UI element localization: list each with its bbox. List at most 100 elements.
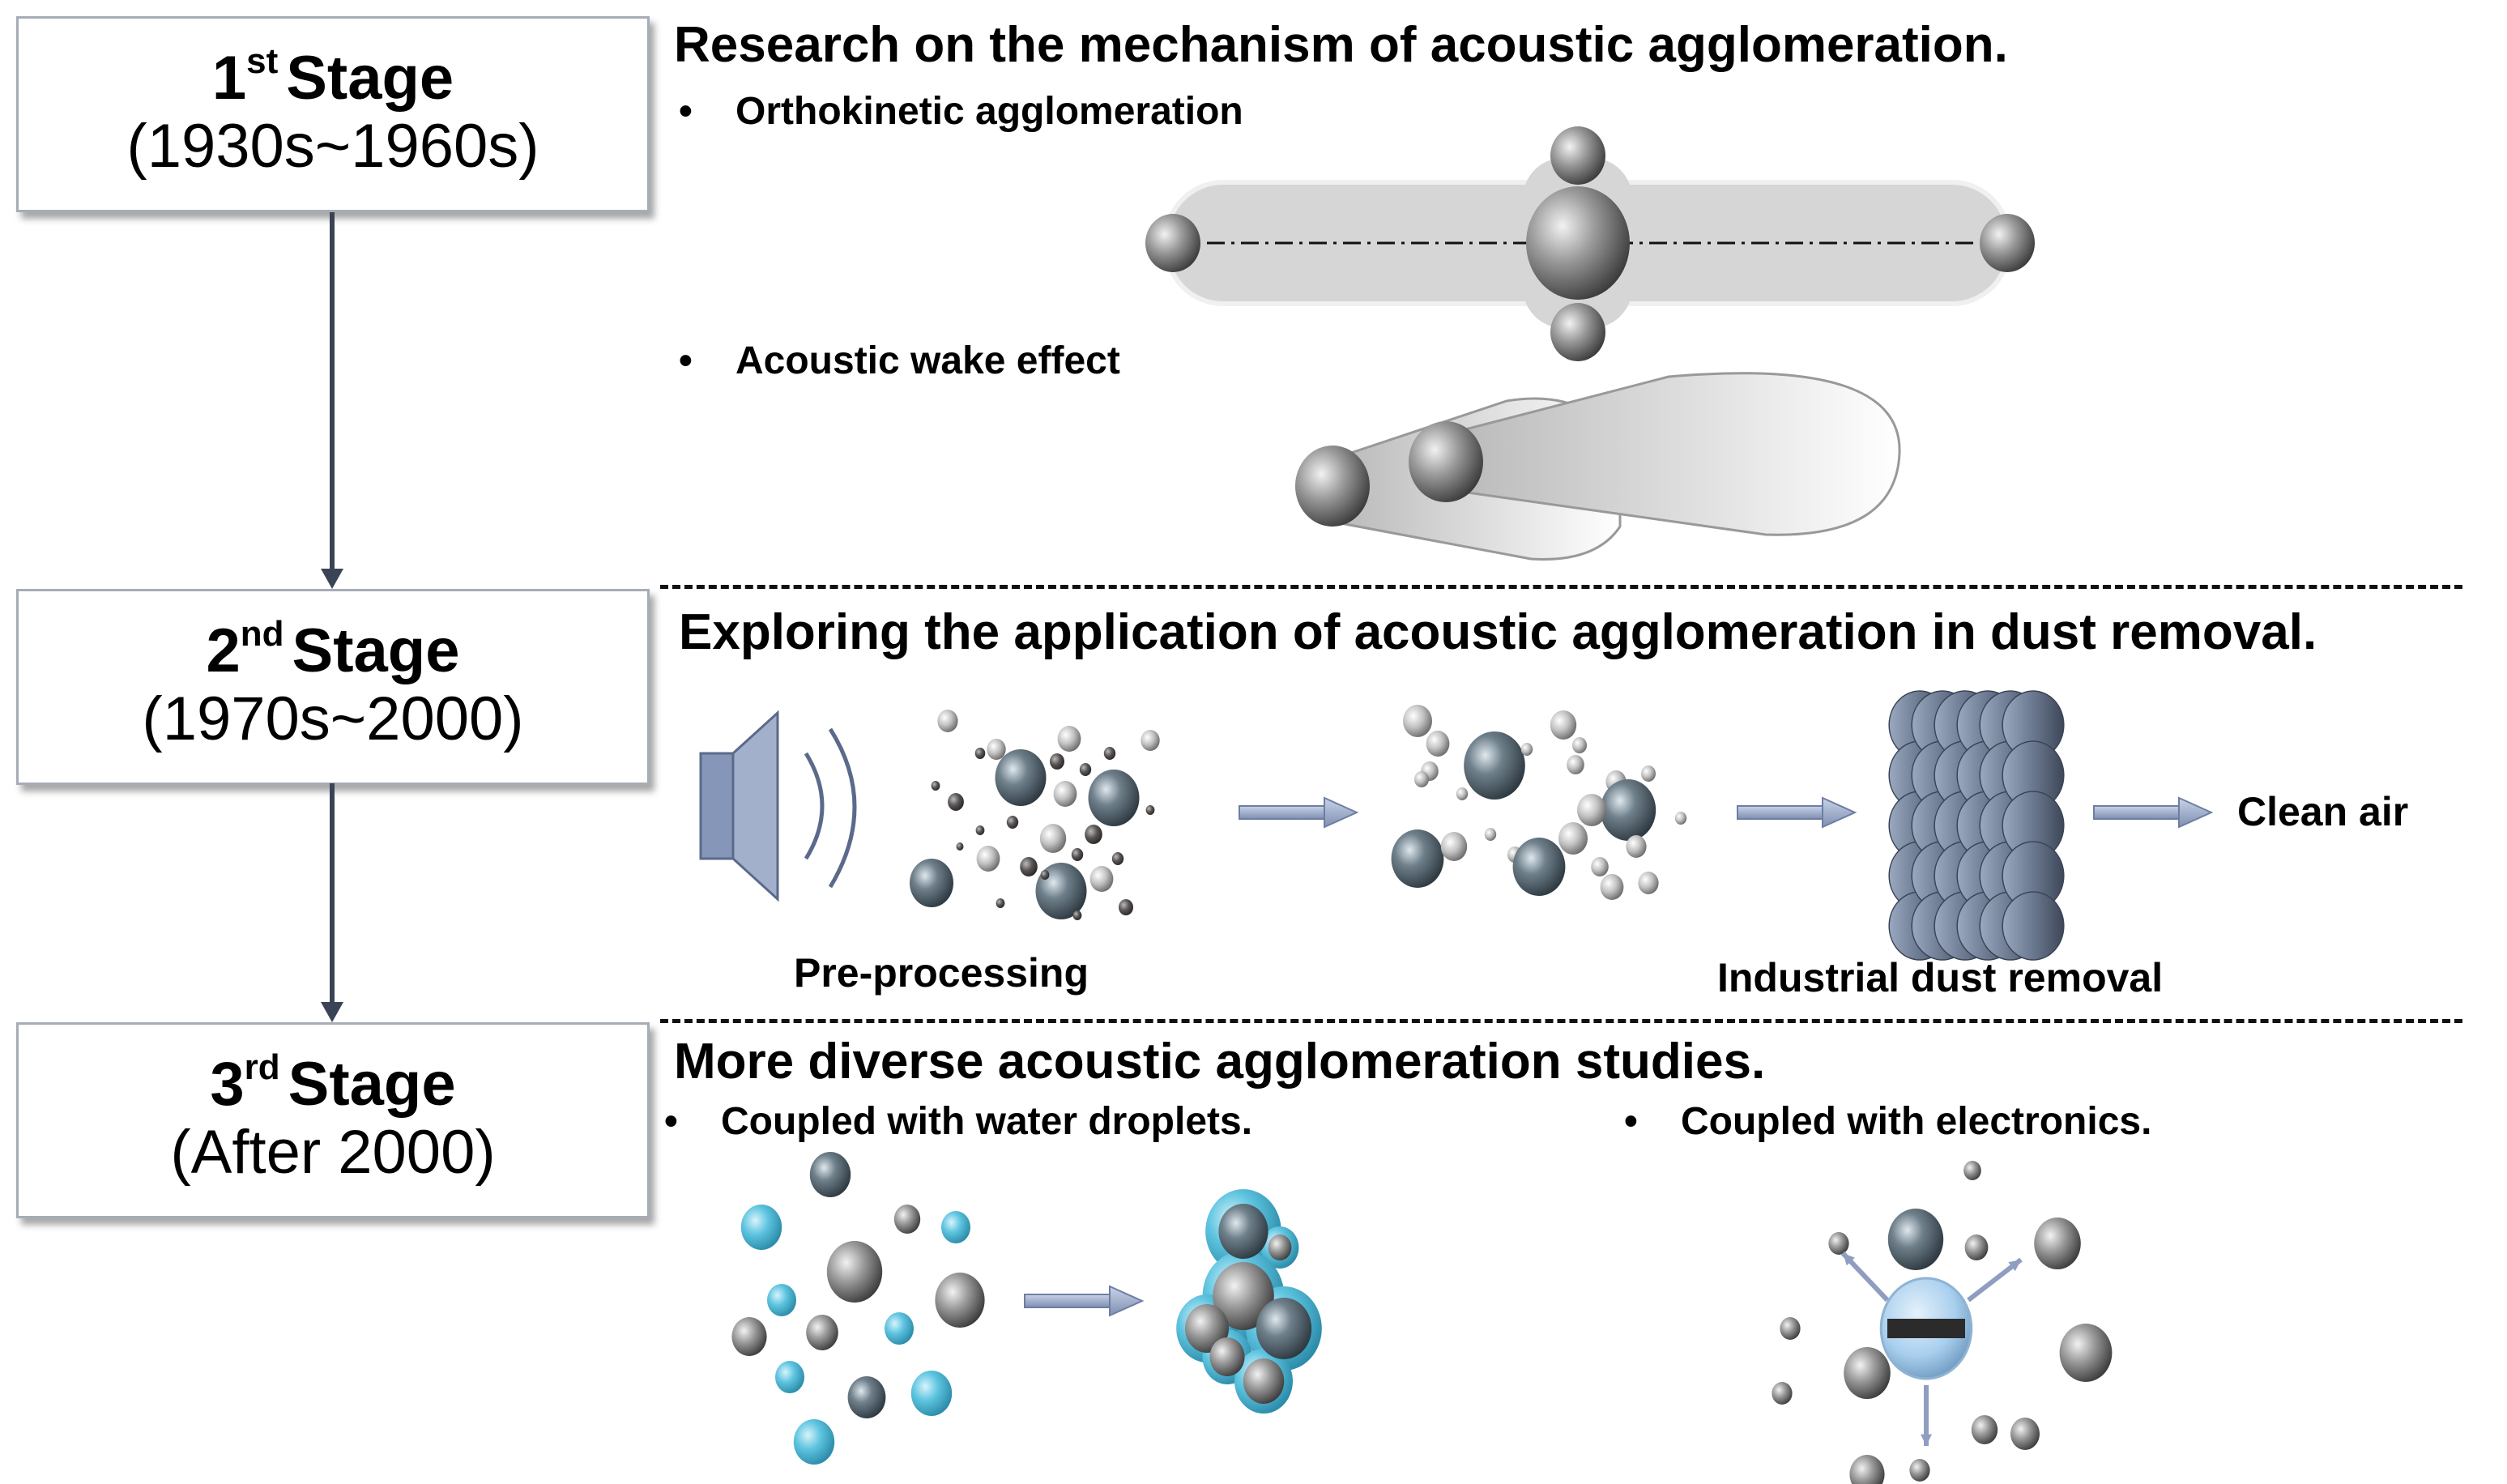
dust-particles-before [910, 710, 1160, 920]
dust-particle [1828, 1232, 1849, 1255]
agglomerated-particle [1550, 710, 1577, 740]
agglomerated-particle [1484, 828, 1497, 841]
agglomerated-particle [1638, 872, 1659, 894]
dust-particle [1079, 763, 1092, 776]
dust-particle [1006, 816, 1019, 829]
agglomerated-particle [1391, 829, 1444, 888]
orthokinetic-diagram [1145, 126, 2035, 361]
dust-particle [1963, 1161, 1981, 1180]
timeline-arrows [321, 212, 343, 1022]
agglomerated-particle [1414, 771, 1429, 787]
water-droplet [767, 1284, 796, 1316]
agglomerated-particle [1674, 812, 1687, 825]
dust-particle [1887, 1209, 1944, 1270]
repel-arrow-up-left-head [1843, 1253, 1855, 1266]
water-droplet [775, 1361, 804, 1393]
dust-particle [1071, 848, 1084, 861]
captured-particle [1268, 1235, 1292, 1260]
dust-particle [1085, 825, 1102, 844]
agglomerated-particle [1520, 743, 1533, 756]
filter-fiber [2002, 891, 2065, 961]
dust-particle [1849, 1455, 1885, 1484]
bullet-acoustic-wake: •Acoustic wake effect [679, 339, 1120, 382]
agglomerated-particle [1558, 822, 1588, 855]
bullet-orthokinetic: •Orthokinetic agglomeration [679, 90, 1243, 133]
section-1-title: Research on the mechanism of acoustic ag… [674, 17, 2008, 73]
agglomerated-particle [1577, 794, 1606, 826]
section-2-title: Exploring the application of acoustic ag… [679, 604, 2317, 660]
agglomerated-particle [1641, 765, 1656, 782]
particle-large-center [1526, 186, 1630, 300]
dust-particle [2010, 1418, 2040, 1450]
pre-processing-label: Pre-processing [794, 950, 1089, 996]
captured-particle [1243, 1358, 1285, 1404]
flow-arrow-2 [1737, 796, 1857, 829]
particle-small-right [1980, 214, 2035, 272]
flow-arrow-4 [1024, 1285, 1145, 1317]
dust-particle [2034, 1217, 2081, 1269]
agglomerated-particle [1567, 755, 1584, 774]
dust-particle [1103, 747, 1116, 760]
dust-particle [1088, 770, 1140, 826]
agglomerated-particle [1626, 835, 1647, 858]
dust-particle [937, 710, 958, 732]
agglomerated-particle [1403, 705, 1432, 737]
section-3-title: More diverse acoustic agglomeration stud… [674, 1034, 1766, 1090]
agglomerated-particle [1440, 832, 1468, 861]
captured-particle [1209, 1337, 1245, 1376]
captured-particle [1256, 1298, 1312, 1359]
dust-particle [809, 1152, 851, 1197]
dust-particle [956, 842, 964, 851]
agglomerated-particle [1464, 731, 1525, 800]
dust-particle [1072, 910, 1082, 920]
sound-wave-outer [828, 727, 857, 889]
dust-particle [987, 739, 1006, 760]
dust-particle [1040, 870, 1050, 880]
separator-1 [660, 585, 2462, 589]
agglomerated-particle [1600, 874, 1624, 900]
dust-particle [1119, 899, 1133, 915]
flow-arrow-1 [1239, 796, 1359, 829]
agglomerated-particle [1572, 737, 1587, 753]
dust-particles-agglomerated [1391, 705, 1687, 900]
stage-1-period: (1930s~1960s) [126, 112, 539, 181]
dust-particle [976, 846, 1000, 872]
dust-particle [975, 825, 985, 835]
repel-arrow-up-right-head [2008, 1260, 2021, 1272]
dust-particle [935, 1273, 985, 1328]
water-droplet-agglomerate [1176, 1189, 1322, 1414]
dust-particle [974, 748, 986, 759]
dust-particle [1057, 726, 1081, 752]
minus-sign-icon [1887, 1319, 1965, 1338]
agglomerated-particle [1426, 731, 1450, 757]
industrial-dust-removal-label: Industrial dust removal [1717, 955, 2164, 1000]
dust-particle [893, 1205, 921, 1234]
wake-region-2 [1448, 372, 1901, 536]
agglomerated-particle [1512, 838, 1566, 896]
particle-small-bottom [1550, 303, 1605, 361]
bullet-electronics: •Coupled with electronics. [1624, 1100, 2152, 1143]
water-droplet-particles [731, 1152, 985, 1465]
stage-2-period: (1970s~2000) [142, 684, 524, 754]
dust-particle [2059, 1324, 2113, 1382]
stage-3-period: (After 2000) [170, 1118, 496, 1188]
water-droplet [740, 1205, 782, 1250]
repel-arrow-down-head [1921, 1434, 1932, 1446]
dust-particle [847, 1376, 886, 1418]
dust-particle [1089, 866, 1114, 892]
dust-particle [948, 793, 964, 811]
dust-particle [826, 1241, 883, 1303]
agglomerated-particle [1456, 787, 1469, 800]
agglomerated-particle [1600, 779, 1656, 841]
dust-particle [1772, 1382, 1793, 1405]
dust-particle [1971, 1415, 1998, 1444]
particle-small-top [1550, 126, 1605, 185]
dust-particle [1844, 1347, 1891, 1399]
dust-filter-icon [1888, 690, 2065, 961]
captured-particle [1218, 1204, 1268, 1259]
electronics-charging-diagram [1772, 1161, 2113, 1484]
